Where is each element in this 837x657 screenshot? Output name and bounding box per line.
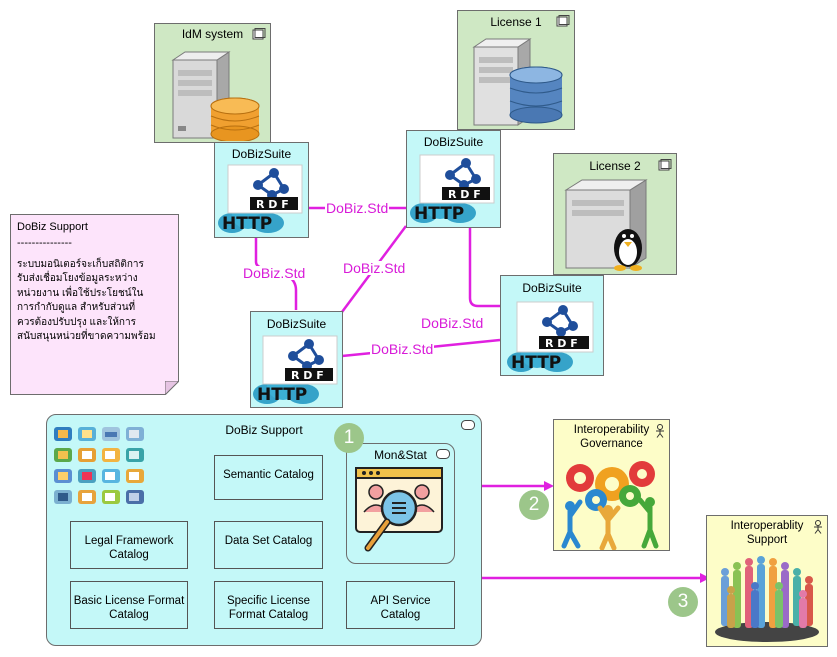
specific-license-format-catalog-label: Specific License Format Catalog <box>226 595 311 622</box>
legal-framework-catalog-label: Legal Framework Catalog <box>84 535 174 562</box>
data-set-catalog-label: Data Set Catalog <box>224 535 313 547</box>
data-set-catalog[interactable]: Data Set Catalog <box>214 521 323 569</box>
arrowhead-interop <box>700 573 710 583</box>
license1-node[interactable]: License 1 <box>457 10 575 130</box>
http-text: HTTP <box>222 214 272 234</box>
rdf-text: R D F <box>291 369 324 382</box>
crowd-people-icon <box>715 556 819 642</box>
note-title: DoBiz Support <box>17 221 88 233</box>
dobizsuite-label: DoBizSuite <box>231 147 292 161</box>
arrowhead-governance <box>544 481 554 491</box>
semantic-catalog-label: Semantic Catalog <box>223 469 314 481</box>
interoperability-governance-actor[interactable]: Interoperability Governance <box>553 419 670 551</box>
http-text: HTTP <box>414 204 464 224</box>
rdf-http-icon: R D F HTTP <box>507 301 594 373</box>
connector-dobiz2-dobiz4 <box>468 228 500 308</box>
specific-license-format-catalog[interactable]: Specific License Format Catalog <box>214 581 323 629</box>
note-divider: --------------- <box>17 236 72 249</box>
governance-label: Interoperability Governance <box>573 424 650 450</box>
rdf-text: R D F <box>448 188 481 201</box>
step-badge-3: 3 <box>668 587 698 617</box>
dobizsuite-node-3[interactable]: DoBizSuite R D F HTTP <box>250 311 343 408</box>
service-icons <box>54 427 144 504</box>
support-title: DoBiz Support <box>225 423 303 437</box>
license2-label: License 2 <box>589 159 641 173</box>
dobizsuite-node-4[interactable]: DoBizSuite R D F HTTP <box>500 275 604 376</box>
basic-license-format-catalog-label: Basic License Format Catalog <box>73 595 185 622</box>
edge-label-dobiz2-dobiz3: DoBiz.Std <box>342 260 407 276</box>
server-database-icon <box>472 38 563 126</box>
step-badge-2: 2 <box>519 490 549 520</box>
component-icon <box>461 420 475 430</box>
interop-support-label: Interoperablity Support <box>730 520 804 546</box>
dobizsuite-node-2[interactable]: DoBizSuite R D F HTTP <box>406 130 501 228</box>
rdf-http-icon: R D F HTTP <box>218 164 303 234</box>
rdf-text: R D F <box>256 198 289 211</box>
basic-license-format-catalog[interactable]: Basic License Format Catalog <box>70 581 188 629</box>
step-badge-1: 1 <box>334 423 364 453</box>
actor-icon <box>656 424 664 438</box>
component-icon <box>556 15 570 27</box>
note-fold-corner <box>165 381 179 395</box>
dobiz-support-note: DoBiz Support --------------- ระบบมอนิเต… <box>10 214 179 395</box>
idm-system-label: IdM system <box>181 27 244 41</box>
edge-label-dobiz3-dobiz4: DoBiz.Std <box>370 341 435 357</box>
dobizsuite-label: DoBizSuite <box>266 317 327 331</box>
monstat-box[interactable]: Mon&Stat <box>346 443 455 564</box>
api-service-catalog-label: API Service Catalog <box>370 595 431 622</box>
component-icon <box>252 28 266 40</box>
idm-system-node[interactable]: IdM system <box>154 23 271 143</box>
legal-framework-catalog[interactable]: Legal Framework Catalog <box>70 521 188 569</box>
interoperability-support-actor[interactable]: Interoperablity Support <box>706 515 828 647</box>
monitor-search-icon <box>355 467 443 552</box>
semantic-catalog[interactable]: Semantic Catalog <box>214 455 323 500</box>
dobiz-support-container[interactable]: DoBiz Support <box>46 414 482 646</box>
http-text: HTTP <box>257 385 307 405</box>
http-text: HTTP <box>511 353 561 373</box>
component-icon <box>658 159 672 171</box>
license2-node[interactable]: License 2 <box>553 153 677 275</box>
rdf-http-icon: R D F HTTP <box>410 154 495 224</box>
edge-label-dobiz1-dobiz3: DoBiz.Std <box>242 265 307 281</box>
server-database-icon <box>171 51 260 141</box>
rdf-http-icon: R D F HTTP <box>253 335 338 405</box>
monstat-label: Mon&Stat <box>374 448 427 462</box>
gears-teamwork-icon <box>561 461 659 550</box>
edge-label-dobiz1-dobiz2: DoBiz.Std <box>325 200 390 216</box>
edge-label-dobiz2-dobiz4: DoBiz.Std <box>420 315 485 331</box>
linux-server-icon <box>564 179 648 271</box>
note-body: ระบบมอนิเตอร์จะเก็บสถิติการ รับส่งเชื่อม… <box>17 258 156 343</box>
dobizsuite-node-1[interactable]: DoBizSuite R D F HTTP <box>214 142 309 238</box>
component-icon <box>436 449 450 459</box>
dobizsuite-label: DoBizSuite <box>522 281 582 295</box>
service-icon-grid <box>52 425 152 511</box>
actor-icon <box>814 520 822 534</box>
license1-label: License 1 <box>490 15 542 29</box>
api-service-catalog[interactable]: API Service Catalog <box>346 581 455 629</box>
rdf-text: R D F <box>545 337 578 350</box>
dobizsuite-label: DoBizSuite <box>423 135 484 149</box>
